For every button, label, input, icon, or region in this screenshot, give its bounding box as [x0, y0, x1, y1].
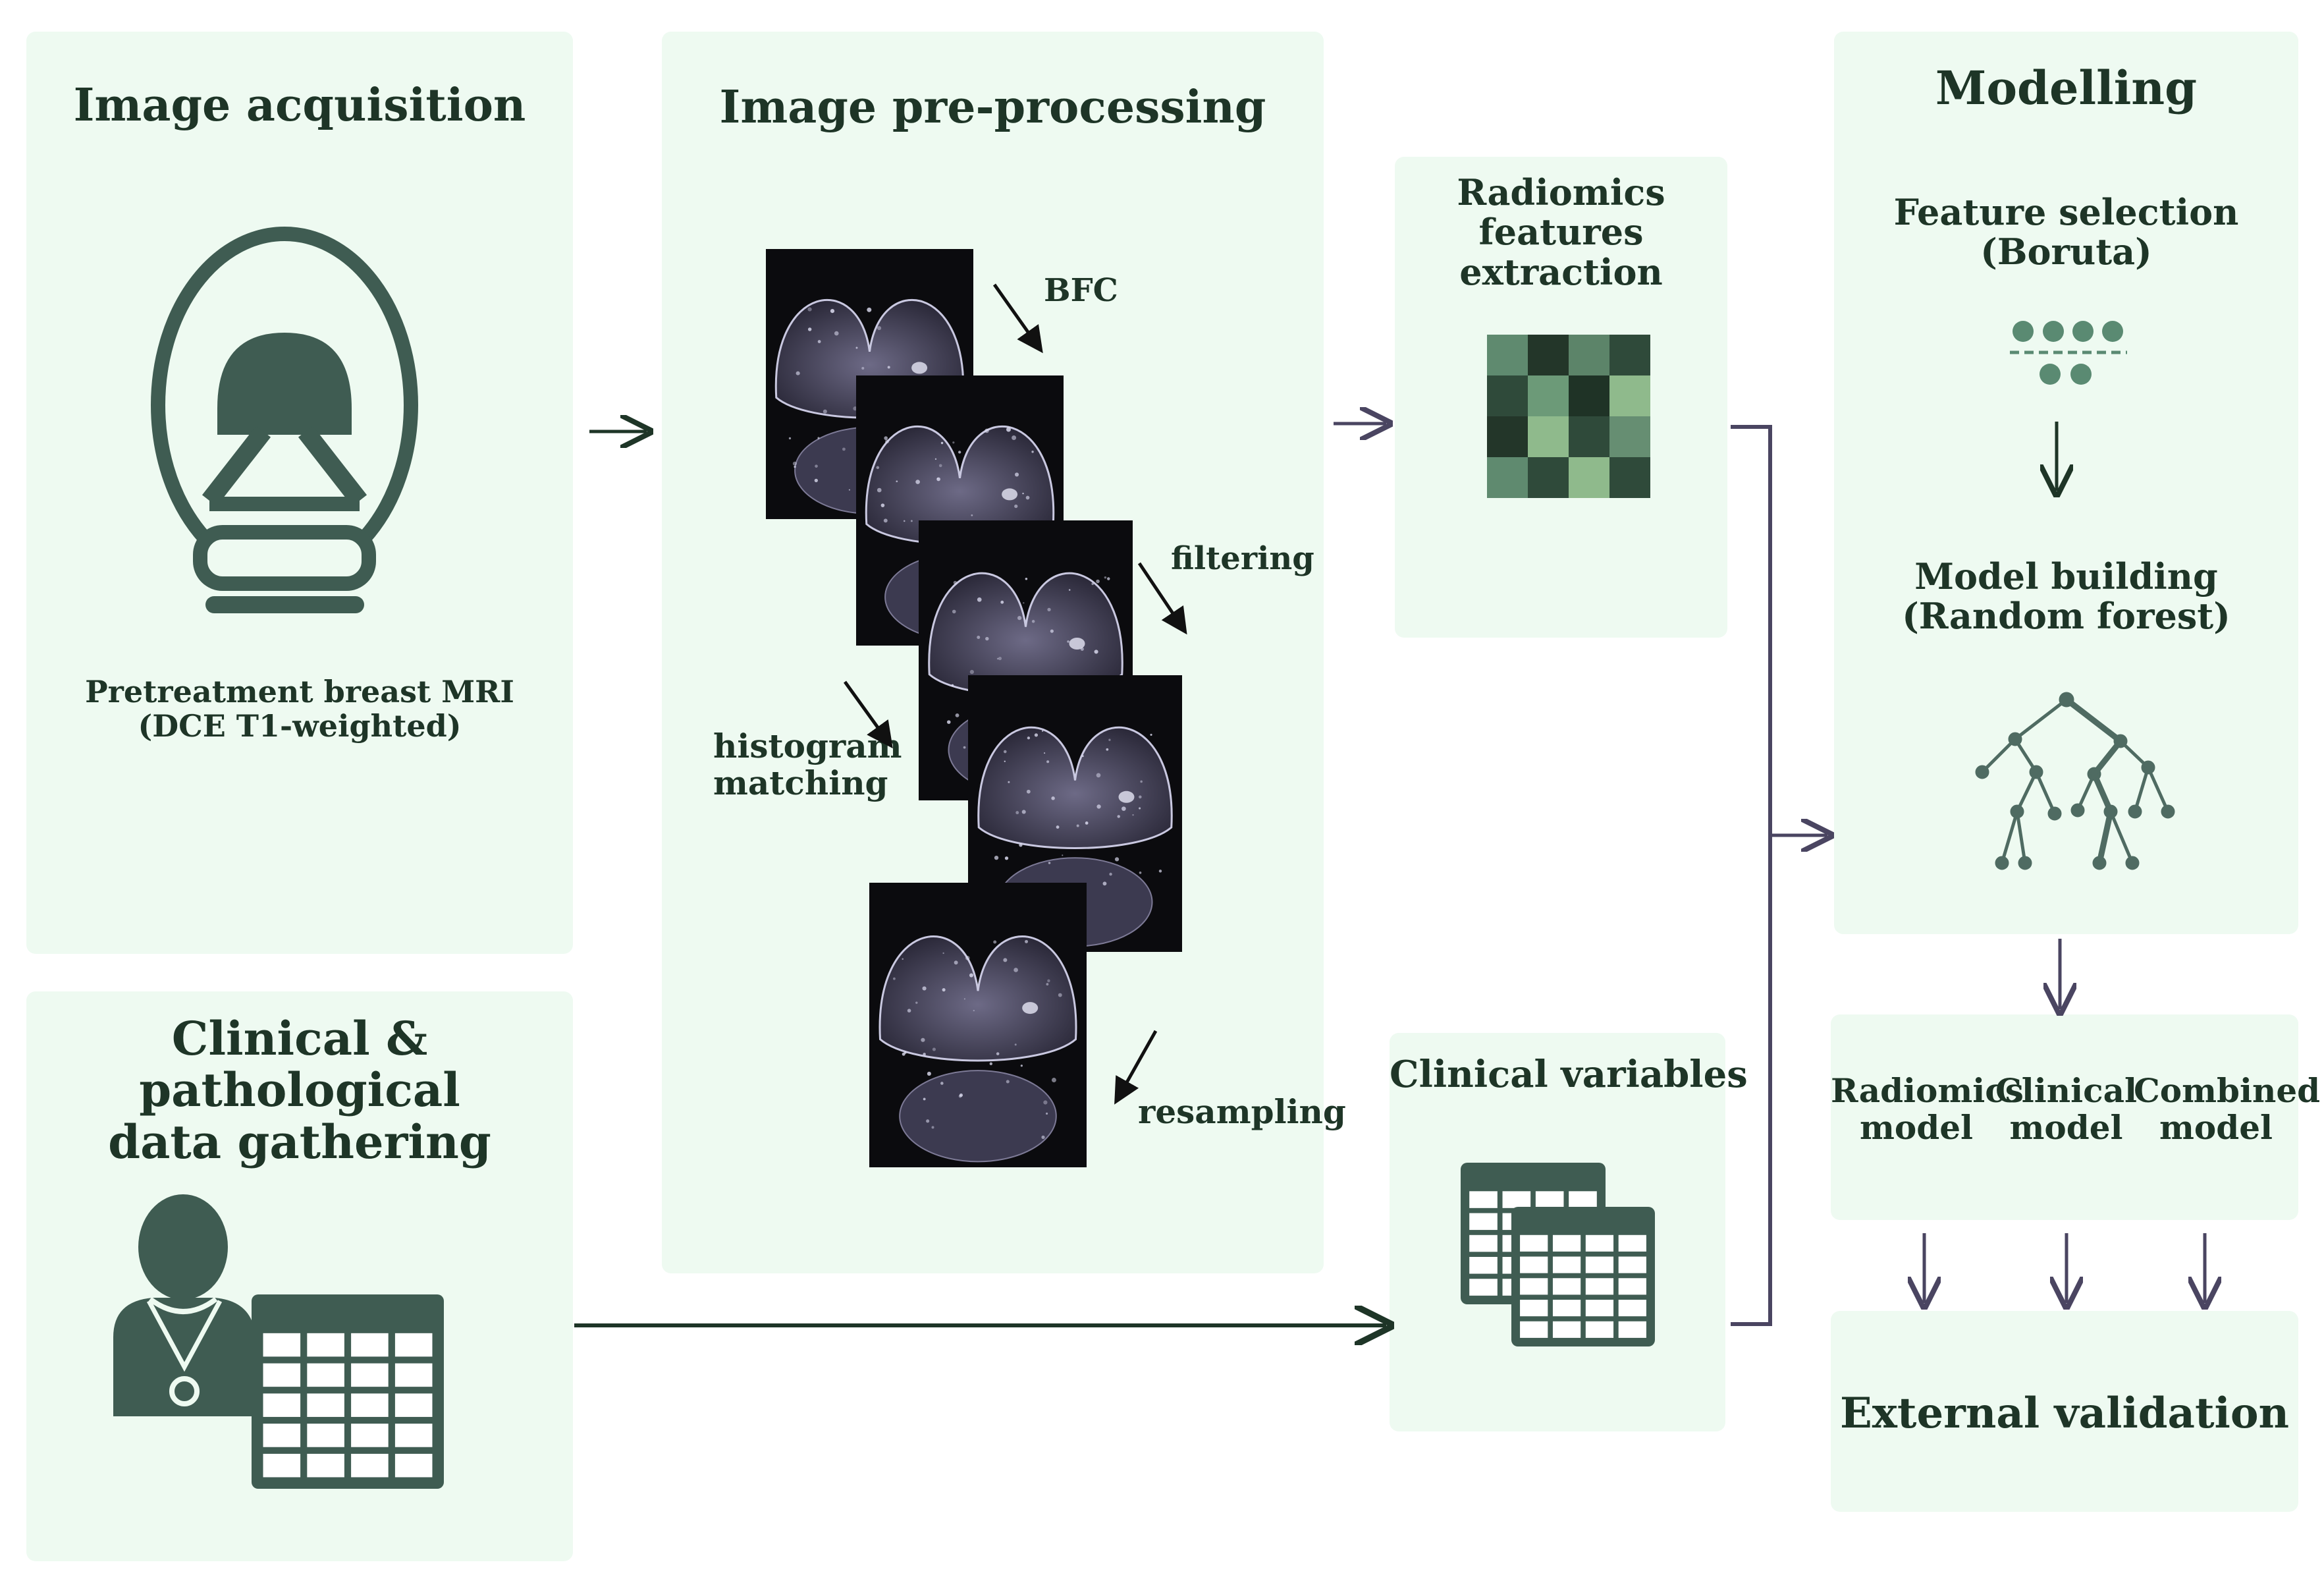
table-cell [263, 1454, 301, 1478]
heatmap-cell [1528, 375, 1569, 416]
table-cell [307, 1393, 344, 1417]
resampling-arrow [1118, 1031, 1156, 1099]
table-cell [395, 1424, 433, 1447]
clinician-icon [113, 1194, 256, 1416]
heatmap-cell [1528, 416, 1569, 457]
heatmap-cell [1528, 457, 1569, 498]
table-cell [395, 1364, 433, 1387]
table-cell [1586, 1235, 1613, 1252]
heatmap-cell [1569, 335, 1609, 375]
heatmap-cell [1528, 335, 1569, 375]
table-cell [1553, 1235, 1581, 1252]
table-cell [1469, 1235, 1498, 1252]
heatmap-cell [1487, 416, 1528, 457]
table-cell [351, 1393, 389, 1417]
table-cell [263, 1333, 301, 1357]
decision-tree-icon [1977, 694, 2173, 868]
table-cell [395, 1454, 433, 1478]
table-cell [1619, 1257, 1646, 1273]
data-table-icon [252, 1294, 444, 1489]
merge-bracket [1731, 427, 1770, 1324]
table-cell [1586, 1300, 1613, 1316]
table-cell [1520, 1257, 1548, 1273]
table-cell [395, 1393, 433, 1417]
table-cell [1586, 1278, 1613, 1294]
table-cell [1520, 1235, 1548, 1252]
table-cell [307, 1364, 344, 1387]
bfc-arrow [994, 285, 1039, 348]
table-cell [1469, 1257, 1498, 1274]
heatmap-cell [1609, 457, 1650, 498]
heatmap-cell [1487, 335, 1528, 375]
table-cell [307, 1454, 344, 1478]
table-cell [1469, 1191, 1498, 1208]
table-cell [351, 1333, 389, 1357]
table-cell [1586, 1257, 1613, 1273]
table-cell [351, 1424, 389, 1447]
table-cell [1520, 1278, 1548, 1294]
heatmap-cell [1487, 375, 1528, 416]
table-cell [263, 1393, 301, 1417]
filtering-arrow [1139, 563, 1183, 629]
table-cell [1619, 1321, 1646, 1338]
table-cell [307, 1333, 344, 1357]
table-cell [351, 1454, 389, 1478]
table-cell [1569, 1191, 1597, 1208]
table-cell [1536, 1191, 1564, 1208]
heatmap-cell [1569, 457, 1609, 498]
table-cell [1619, 1235, 1646, 1252]
mri-scanner-icon [158, 234, 411, 605]
table-cell [1619, 1300, 1646, 1316]
feature-selection-dots-icon [2010, 321, 2127, 385]
table-cell [1586, 1321, 1613, 1338]
table-cell [1469, 1279, 1498, 1296]
table-cell [1503, 1191, 1531, 1208]
table-cell [1520, 1321, 1548, 1338]
table-cell [395, 1333, 433, 1357]
table-cell [1553, 1257, 1581, 1273]
feature-heatmap-icon [1487, 335, 1650, 498]
clinical-variables-table-front-icon [1511, 1207, 1655, 1346]
heatmap-cell [1569, 375, 1609, 416]
heatmap-cell [1609, 416, 1650, 457]
histogram-matching-arrow [845, 682, 889, 743]
heatmap-cell [1569, 416, 1609, 457]
table-cell [1619, 1278, 1646, 1294]
table-cell [307, 1424, 344, 1447]
heatmap-cell [1609, 335, 1650, 375]
table-cell [1553, 1300, 1581, 1316]
table-cell [1553, 1278, 1581, 1294]
table-cell [1520, 1300, 1548, 1316]
heatmap-cell [1487, 457, 1528, 498]
table-cell [1553, 1321, 1581, 1338]
table-cell [351, 1364, 389, 1387]
table-cell [263, 1364, 301, 1387]
table-cell [1469, 1213, 1498, 1231]
table-cell [263, 1424, 301, 1447]
heatmap-cell [1609, 375, 1650, 416]
